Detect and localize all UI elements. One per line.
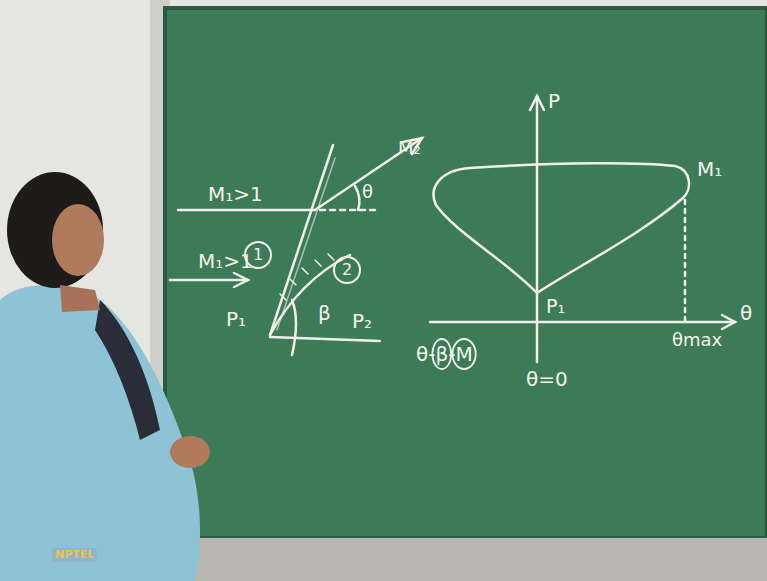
region-number: 1 bbox=[253, 247, 263, 263]
chalk-label: θ=0 bbox=[526, 368, 568, 390]
chalk-label: P bbox=[548, 90, 560, 112]
chalk-label: θ bbox=[362, 182, 373, 202]
region-number: 2 bbox=[342, 262, 352, 278]
chalk-label: M₁>1 bbox=[208, 183, 263, 205]
chalk-label: θ bbox=[740, 302, 752, 324]
chalk-label: P₂ bbox=[352, 310, 372, 332]
chalk-label: M₁>1 bbox=[198, 250, 253, 272]
chalk-label: P₁ bbox=[226, 308, 246, 330]
chalk-label: P₁ bbox=[546, 296, 565, 317]
chalk-label: M₂ bbox=[398, 138, 421, 158]
chalk-label: β bbox=[318, 302, 331, 324]
watermark-logo: NPTEL bbox=[52, 548, 97, 562]
chalk-label: θ-β-M bbox=[416, 343, 473, 365]
chalk-label: M₁ bbox=[697, 158, 722, 180]
region-circle: 2 bbox=[333, 256, 361, 284]
chalk-label: θmax bbox=[672, 330, 722, 350]
